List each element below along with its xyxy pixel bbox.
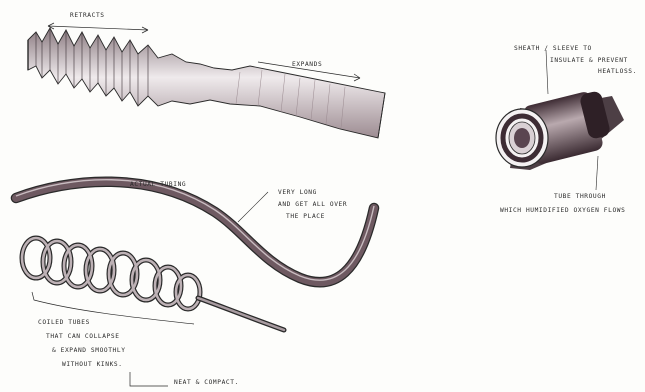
leader-very-long xyxy=(238,192,268,222)
label-tube-1: TUBE THROUGH xyxy=(554,193,606,200)
label-coiled-1: COILED TUBES xyxy=(38,319,90,326)
label-very-long-1: VERY LONG xyxy=(278,189,317,196)
label-sheath-2: INSULATE & PREVENT xyxy=(550,57,628,64)
label-actual-tubing: ACTUAL TUBING xyxy=(130,181,186,188)
label-coiled-3: & EXPAND SMOOTHLY xyxy=(52,347,126,354)
label-very-long-3: THE PLACE xyxy=(286,213,325,220)
label-very-long-2: AND GET ALL OVER xyxy=(278,201,347,208)
coiled-tube xyxy=(22,238,284,330)
retracts-arrow xyxy=(48,26,148,30)
label-coiled-2: THAT CAN COLLAPSE xyxy=(46,333,120,340)
label-sheath-3: HEATLOSS. xyxy=(598,68,637,75)
label-retracts: RETRACTS xyxy=(70,12,105,19)
label-coiled-4: WITHOUT KINKS. xyxy=(62,361,123,368)
bellows-body xyxy=(28,28,385,138)
label-tube-2: WHICH HUMIDIFIED OXYGEN FLOWS xyxy=(500,207,625,214)
label-sheath-1: SHEATH / SLEEVE TO xyxy=(514,45,592,52)
label-expands: EXPANDS xyxy=(292,61,322,68)
leader-neat xyxy=(130,372,168,386)
bellows-tube xyxy=(28,23,385,138)
label-neat: NEAT & COMPACT. xyxy=(174,379,239,386)
